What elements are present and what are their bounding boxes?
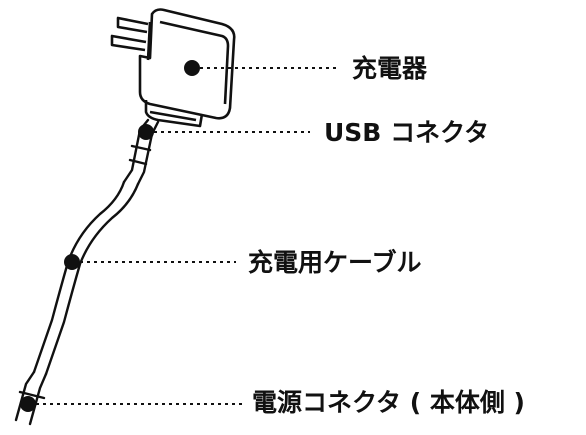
label-charging-cable: 充電用ケーブル [248,248,422,277]
callout-dot-usb [138,124,154,140]
callout-dot-cable [64,254,80,270]
label-usb-connector: USB コネクタ [324,118,490,147]
callout-dot-charger [184,60,200,76]
callout-dot-power [20,396,36,412]
cable-icon [14,118,160,426]
label-power-connector: 電源コネクタ ( 本体側 ) [252,388,525,417]
label-charger: 充電器 [352,54,428,83]
callout-leaders [20,60,340,412]
